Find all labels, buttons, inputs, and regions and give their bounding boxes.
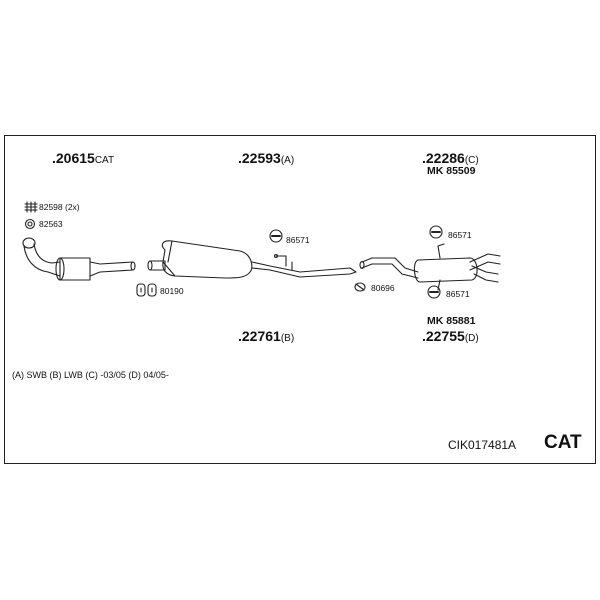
diagram-code: CIK017481A (448, 438, 517, 452)
rubber-mount-icon (427, 285, 441, 299)
mk-85509: MK 85509 (427, 165, 476, 177)
mk-85881: MK 85881 (427, 315, 476, 327)
gasket-ring-icon (24, 218, 36, 230)
rear-silencer-icon (359, 243, 501, 291)
diagram-frame (4, 135, 596, 464)
rubber-mount-icon (429, 225, 443, 239)
label-80190: 80190 (160, 286, 184, 296)
part-number-22761: .22761(B) (238, 328, 295, 344)
catalytic-converter-icon (22, 237, 136, 281)
bolt-icon (24, 201, 38, 213)
part-number-22286: .22286(C) (422, 150, 479, 166)
label-86571-right-top: 86571 (448, 230, 472, 240)
label-86571-top: 86571 (286, 235, 310, 245)
clamp-icon (136, 283, 157, 297)
label-80696: 80696 (371, 283, 395, 293)
cat-badge: CAT (544, 432, 582, 453)
label-82598: 82598 (2x) (39, 202, 80, 212)
gasket-ring-icon (354, 282, 366, 292)
part-number-22593: .22593(A) (238, 150, 295, 166)
label-86571-right-bottom: 86571 (446, 289, 470, 299)
front-silencer-icon (147, 240, 357, 279)
rubber-mount-icon (269, 229, 283, 243)
variant-legend: (A) SWB (B) LWB (C) -03/05 (D) 04/05- (12, 370, 169, 380)
label-82563: 82563 (39, 219, 63, 229)
part-number-22755: .22755(D) (422, 328, 479, 344)
part-number-20615: .20615CAT (52, 150, 115, 166)
